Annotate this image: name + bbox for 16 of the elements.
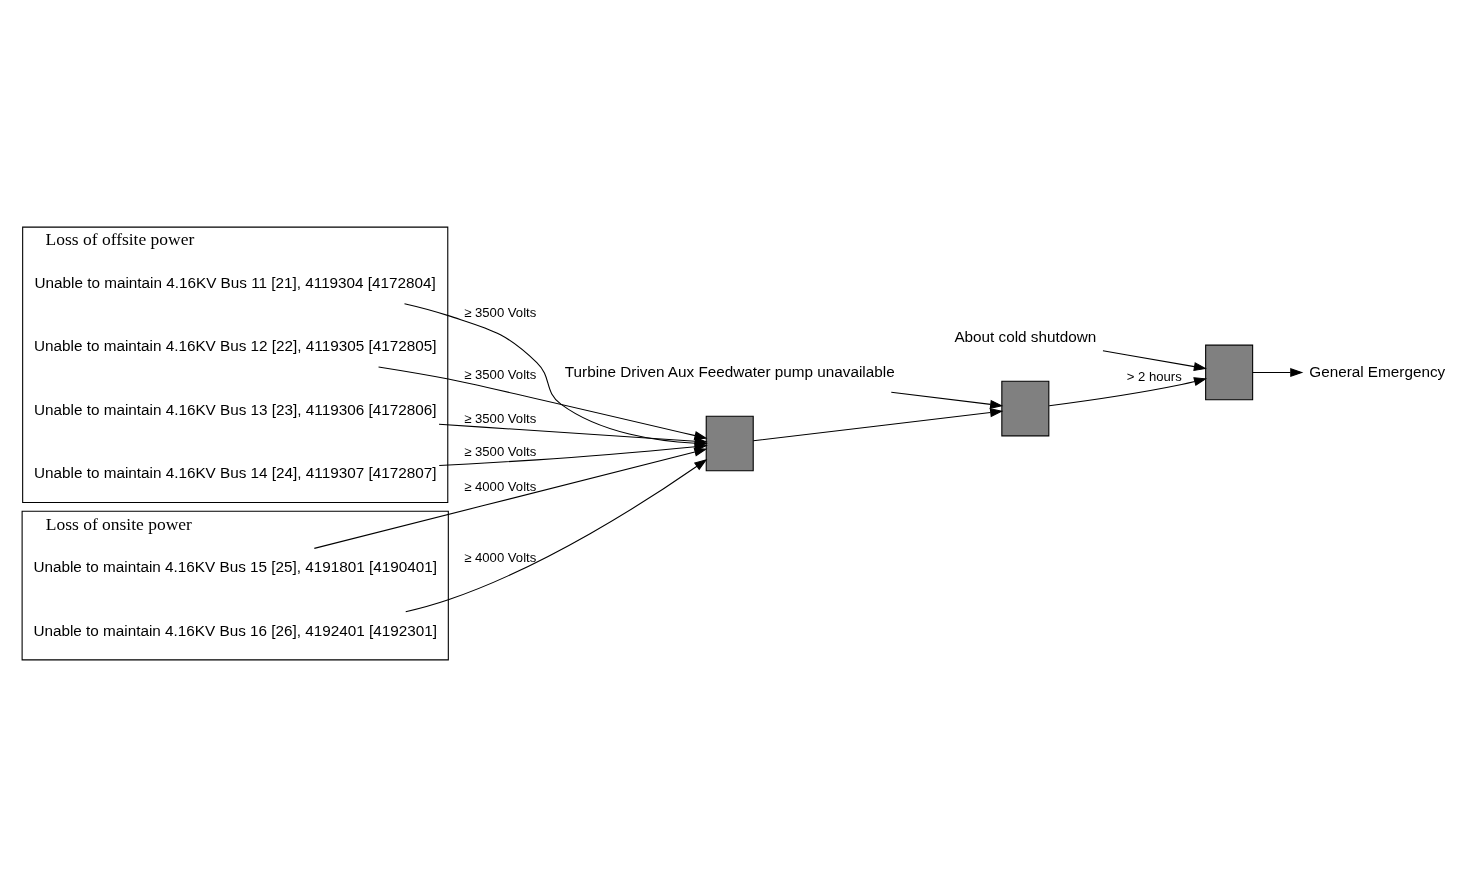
node-text: About cold shutdown	[953, 327, 1096, 345]
node-text: Unable to maintain 4.16KV Bus 14 [24], 4119307 [4172807]	[33, 463, 436, 481]
node-text: Unable to maintain 4.16KV Bus 12 [22], 4119305 [4172805]	[33, 336, 436, 354]
edge-label: ≥ 3500 Volts	[463, 304, 536, 320]
node-text: Unable to maintain 4.16KV Bus 15 [25], 4191801 [4190401]	[32, 557, 437, 575]
edge-label: ≥ 4000 Volts	[463, 478, 536, 494]
edge-label: > 2 hours	[1126, 368, 1182, 384]
edge-label: ≥ 3500 Volts	[463, 443, 536, 459]
node-text: Unable to maintain 4.16KV Bus 16 [26], 4192401 [4192301]	[32, 621, 437, 639]
edge-label: ≥ 3500 Volts	[463, 410, 536, 426]
node-text: Turbine Driven Aux Feedwater pump unavailable	[564, 362, 895, 380]
edge-label: ≥ 4000 Volts	[463, 549, 536, 565]
node-text: Unable to maintain 4.16KV Bus 13 [23], 4119306 [4172806]	[33, 400, 436, 418]
node-text: General Emergency	[1308, 362, 1445, 380]
edge-label: ≥ 3500 Volts	[463, 366, 536, 382]
node-text: Unable to maintain 4.16KV Bus 11 [21], 4119304 [4172804]	[34, 273, 436, 291]
